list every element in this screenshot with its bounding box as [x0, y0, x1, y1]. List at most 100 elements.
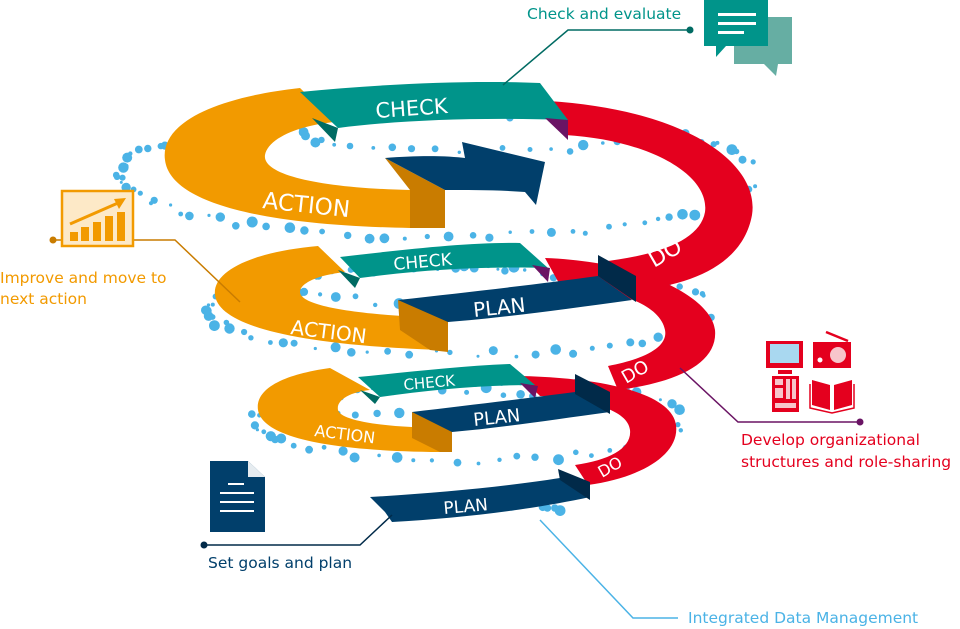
- check-band-lower-fold: [360, 390, 380, 404]
- bubble-dot: [290, 339, 298, 347]
- bubble-dot: [750, 159, 756, 165]
- bubble-dot: [119, 180, 123, 184]
- bubble-dot: [738, 155, 747, 164]
- bubble-dot: [284, 222, 296, 233]
- plan-label-bottom: PLAN: [443, 495, 489, 519]
- bubble-dot: [431, 145, 439, 153]
- bubble-dot: [112, 171, 120, 179]
- bubble-dot: [310, 137, 321, 148]
- bubble-dot: [573, 449, 579, 456]
- callout-dot-action: [49, 236, 57, 244]
- bubble-dot: [501, 267, 509, 275]
- bubble-dot: [178, 211, 184, 217]
- callout-line-check: [502, 29, 690, 86]
- bubble-dot: [527, 147, 533, 152]
- bubble-dot: [411, 458, 416, 463]
- bubble-dot: [210, 302, 215, 307]
- callout-line-do: [679, 367, 860, 423]
- callout-line-data: [539, 519, 678, 619]
- bubble-dot: [332, 142, 337, 147]
- bubble-dot: [497, 457, 502, 462]
- bubble-dot: [642, 220, 648, 226]
- tier-middle: CHECK PLAN ACTION DO: [214, 242, 716, 390]
- bubble-dot: [119, 174, 126, 181]
- plan-band-middle-edge: [598, 255, 636, 302]
- bubble-dot: [261, 429, 267, 435]
- check-band-top-fold: [312, 118, 338, 142]
- check-band-middle-purple: [532, 265, 550, 282]
- bubble-dot: [405, 350, 414, 359]
- bubble-dot: [202, 306, 212, 316]
- bubble-dot: [246, 216, 258, 228]
- action-band-top: [164, 88, 410, 228]
- action-band-middle-edge: [398, 300, 448, 352]
- tier-lower: CHECK PLAN ACTION DO: [257, 364, 677, 485]
- bubble-dot: [373, 409, 381, 418]
- bubble-dot: [549, 147, 553, 151]
- bubble-dot: [488, 346, 498, 356]
- bubble-dot: [710, 141, 717, 148]
- plan-arrow-top: [385, 142, 545, 205]
- callout-check-text: Check and evaluate: [527, 5, 682, 23]
- callout-do-line1: Develop organizational: [741, 431, 920, 449]
- bubble-dot: [248, 335, 254, 341]
- bubble-dot: [485, 233, 494, 242]
- bubble-dot: [675, 422, 681, 428]
- bubble-dot: [553, 454, 564, 466]
- bubble-dot: [556, 508, 561, 514]
- callout-dot-plan: [200, 541, 208, 549]
- callout-line-plan: [204, 514, 393, 546]
- bubble-dot: [523, 268, 527, 272]
- bubble-dot: [319, 228, 325, 235]
- bubble-dot: [347, 348, 356, 357]
- bubble-dot: [346, 142, 354, 150]
- bubble-dot: [330, 292, 341, 302]
- bubble-dot: [589, 345, 595, 351]
- bubble-dot: [349, 452, 360, 463]
- bubble-dot: [578, 139, 589, 151]
- callout-data-text: Integrated Data Management: [688, 609, 919, 627]
- check-label-middle: CHECK: [393, 250, 454, 275]
- bubble-dot: [691, 288, 700, 296]
- bubble-dot: [144, 144, 152, 153]
- bubble-dot: [424, 233, 430, 240]
- bubble-dot: [305, 445, 313, 454]
- bubble-dot: [241, 328, 248, 336]
- bubble-dot: [407, 145, 416, 153]
- bubble-dot: [622, 222, 627, 227]
- callout-do-line2: structures and role-sharing: [741, 453, 952, 471]
- check-band-middle-fold: [338, 270, 360, 288]
- bubble-dot: [606, 223, 612, 230]
- action-band-top-edge: [385, 158, 445, 228]
- bubble-dot: [290, 442, 297, 449]
- bubble-dot: [569, 349, 578, 358]
- chat-bubbles-icon: [704, 0, 792, 76]
- bubble-dot: [250, 421, 259, 430]
- bubble-dot: [508, 230, 512, 234]
- check-band-middle: [340, 242, 548, 278]
- bubble-dot: [457, 150, 461, 154]
- plan-label-lower: PLAN: [472, 405, 521, 431]
- bubble-dot: [689, 209, 701, 221]
- bubble-dot: [626, 338, 635, 347]
- bubble-dot: [128, 151, 133, 156]
- bubble-dot: [665, 213, 673, 221]
- callout-action-line1: Improve and move to: [0, 269, 167, 287]
- bubble-dot: [653, 332, 663, 342]
- bubble-dot: [606, 342, 613, 349]
- bubble-dot: [215, 212, 225, 222]
- bubble-dot: [262, 222, 270, 231]
- bubble-dot: [169, 203, 173, 207]
- bubble-dot: [351, 411, 359, 419]
- bubble-dot: [676, 283, 683, 290]
- bubble-dot: [123, 163, 129, 169]
- check-band-lower-purple: [520, 383, 538, 398]
- bubble-dot: [148, 201, 154, 206]
- bubble-dot: [677, 209, 688, 220]
- bubble-dot: [206, 303, 211, 307]
- bubble-dot: [223, 319, 230, 326]
- bubble-dot: [550, 344, 561, 355]
- bubble-dot: [278, 338, 288, 348]
- bubble-dot: [607, 448, 613, 453]
- bubble-dot: [733, 148, 740, 155]
